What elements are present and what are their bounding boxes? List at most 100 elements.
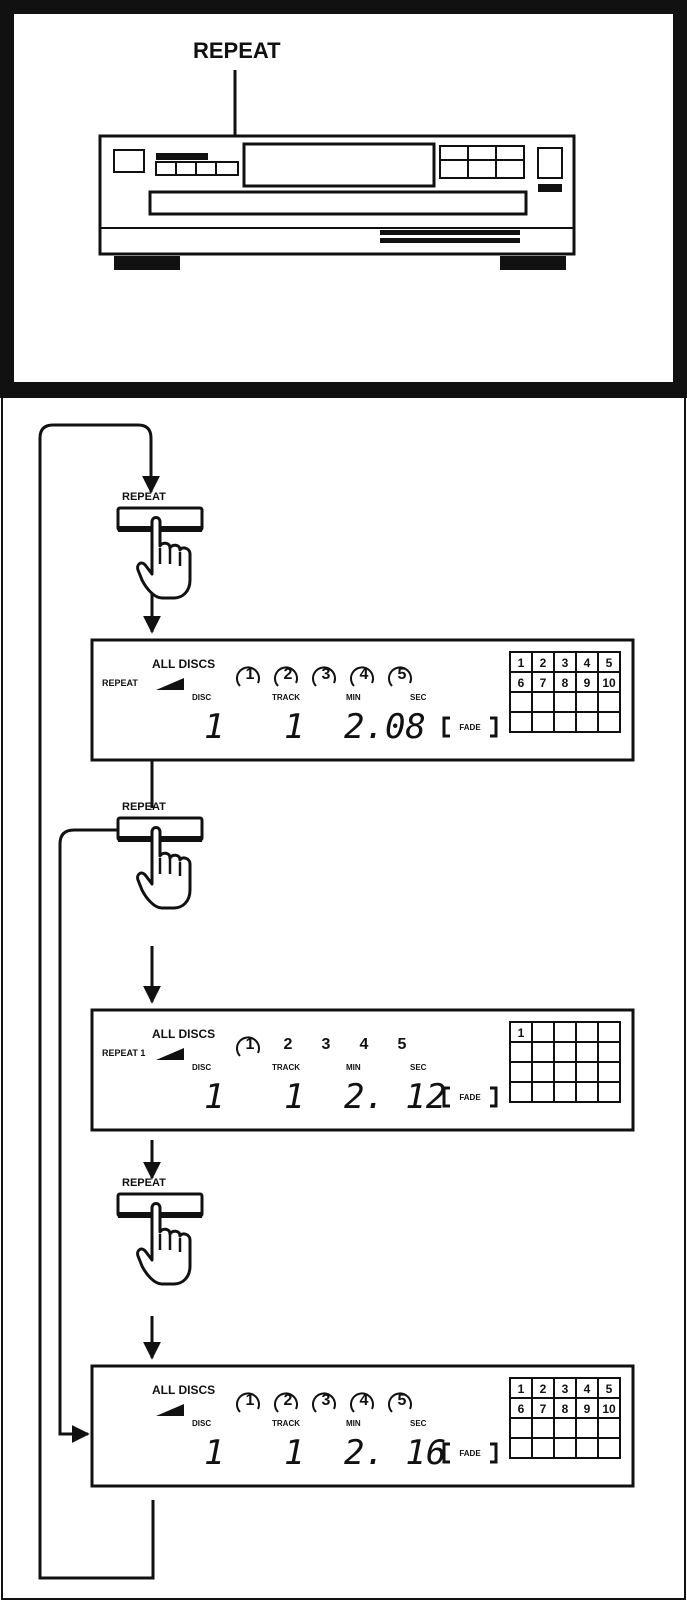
disc-number-1: 1 xyxy=(246,1036,255,1053)
track-grid-cell xyxy=(531,711,555,733)
repeat-mode-indicator: REPEAT xyxy=(102,678,138,688)
track-value: 1 xyxy=(284,1433,304,1473)
track-grid-cell xyxy=(509,711,533,733)
disc-circle-icon xyxy=(274,666,298,687)
repeat-button-label: REPEAT xyxy=(122,801,166,813)
disc-circle-icon xyxy=(350,666,374,687)
disc-number-1: 1 xyxy=(246,1392,255,1409)
track-grid-cell xyxy=(597,691,621,713)
disc-value: 1 xyxy=(204,707,224,747)
disc-circle-icon xyxy=(388,1392,412,1413)
disc-number-2: 2 xyxy=(284,666,293,683)
track-grid-number: 6 xyxy=(518,676,525,690)
all-discs-label: ALL DISCS xyxy=(152,1027,215,1041)
sec-label: SEC xyxy=(410,1063,427,1072)
repeat-button-step-1[interactable]: REPEAT xyxy=(116,491,204,600)
track-grid-cell xyxy=(553,1021,577,1043)
track-grid-number: 1 xyxy=(518,1026,525,1040)
track-grid-number: 4 xyxy=(584,656,591,670)
disc-label: DISC xyxy=(192,1419,211,1428)
track-grid-number: 2 xyxy=(540,1382,547,1396)
track-grid-number: 2 xyxy=(540,656,547,670)
disc-number-3: 3 xyxy=(322,1036,331,1053)
track-grid-cell xyxy=(531,1081,555,1103)
repeat-button-step-3[interactable]: REPEAT xyxy=(116,1177,204,1286)
track-grid-cell xyxy=(597,1061,621,1083)
track-value: 1 xyxy=(284,707,304,747)
all-discs-label: ALL DISCS xyxy=(152,1383,215,1397)
disc-number-2: 2 xyxy=(284,1036,293,1053)
track-grid-number: 10 xyxy=(602,676,616,690)
track-label: TRACK xyxy=(272,1063,300,1072)
disc-number-4: 4 xyxy=(360,666,369,683)
disc-label: DISC xyxy=(192,1063,211,1072)
track-grid-cell xyxy=(553,1041,577,1063)
track-grid-cell xyxy=(553,1081,577,1103)
disc-circle-icon xyxy=(236,1036,260,1057)
play-indicator-icon xyxy=(156,1404,184,1416)
time-value: 2.08 xyxy=(344,707,426,747)
fade-label: FADE xyxy=(459,723,481,732)
disc-number-3: 3 xyxy=(322,1392,331,1409)
top-repeat-label: REPEAT xyxy=(193,38,281,63)
track-grid-cell xyxy=(575,1437,599,1459)
track-grid-number: 7 xyxy=(540,676,547,690)
track-grid-cell xyxy=(509,1061,533,1083)
track-grid-cell xyxy=(575,711,599,733)
track-grid-number: 1 xyxy=(518,656,525,670)
disc-value: 1 xyxy=(204,1077,224,1117)
disc-number-1: 1 xyxy=(246,666,255,683)
track-grid-cell xyxy=(531,1021,555,1043)
disc-circle-icon xyxy=(312,666,336,687)
track-grid-cell xyxy=(597,1417,621,1439)
track-grid-cell xyxy=(509,1081,533,1103)
track-grid-number: 9 xyxy=(584,1402,591,1416)
fade-bracket xyxy=(442,716,498,738)
disc-circle-icon xyxy=(236,666,260,687)
min-label: MIN xyxy=(346,1419,361,1428)
disc-value: 1 xyxy=(204,1433,224,1473)
min-label: MIN xyxy=(346,1063,361,1072)
track-grid-cell xyxy=(509,1437,533,1459)
fade-bracket xyxy=(442,1086,498,1108)
disc-circle-icon xyxy=(312,1392,336,1413)
disc-number-5: 5 xyxy=(398,666,407,683)
fade-bracket xyxy=(442,1442,498,1464)
repeat-button-steps: REPEAT REPEAT REPEAT xyxy=(116,491,204,1286)
track-grid-cell xyxy=(597,1041,621,1063)
track-grid-cell xyxy=(531,1417,555,1439)
repeat-button-step-2[interactable]: REPEAT xyxy=(116,801,204,910)
track-grid-number: 8 xyxy=(562,676,569,690)
track-grid-cell xyxy=(575,691,599,713)
flow-loop-right xyxy=(38,423,160,1580)
track-grid-cell xyxy=(531,691,555,713)
disc-number-5: 5 xyxy=(398,1392,407,1409)
time-value: 2. 16 xyxy=(344,1433,446,1473)
flow-loop-left xyxy=(58,828,120,1443)
disc-circle-icon xyxy=(274,1392,298,1413)
track-grid-cell xyxy=(531,1061,555,1083)
repeat-button-label: REPEAT xyxy=(122,1177,166,1189)
track-label: TRACK xyxy=(272,693,300,702)
track-grid-cell xyxy=(597,1437,621,1459)
track-grid-cell xyxy=(553,711,577,733)
disc-number-5: 5 xyxy=(398,1036,407,1053)
repeat-mode-indicator: REPEAT 1 xyxy=(102,1048,145,1058)
play-indicator-icon xyxy=(156,678,184,690)
track-grid-number: 9 xyxy=(584,676,591,690)
cd-player-illustration xyxy=(98,134,576,270)
fade-label: FADE xyxy=(459,1449,481,1458)
fade-label: FADE xyxy=(459,1093,481,1102)
track-grid-cell xyxy=(509,1417,533,1439)
track-grid-number: 5 xyxy=(606,656,613,670)
track-grid-cell xyxy=(597,1081,621,1103)
top-panel-frame xyxy=(0,0,687,398)
repeat-button-label: REPEAT xyxy=(122,491,166,503)
disc-circle-icon xyxy=(350,1392,374,1413)
track-value: 1 xyxy=(284,1077,304,1117)
